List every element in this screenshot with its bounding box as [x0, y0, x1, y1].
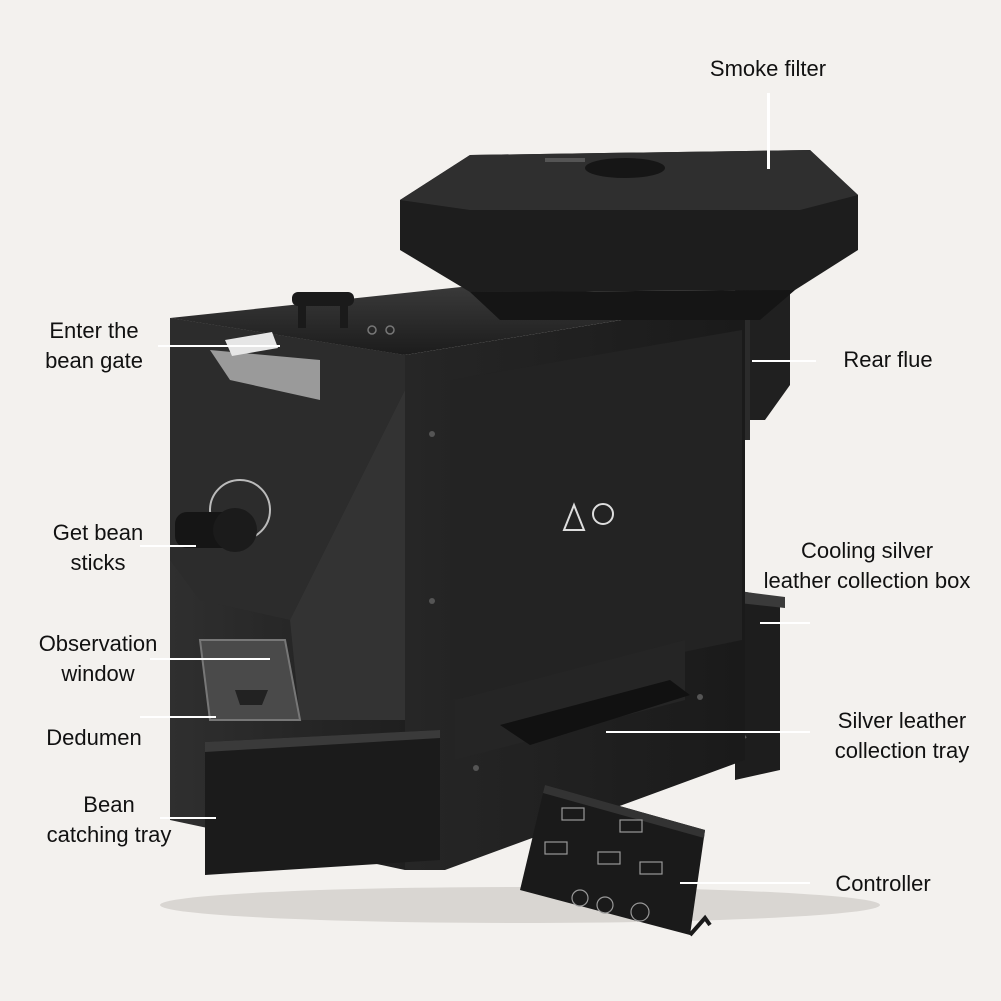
observation-window: [198, 639, 302, 721]
label-rear-flue: Rear flue: [843, 347, 933, 372]
bean-gate: [210, 292, 395, 400]
label-cooling-box: Cooling silver leather collection box: [763, 538, 971, 593]
leader-bean-gate: [158, 345, 280, 347]
leader-dedumen: [140, 716, 216, 718]
chaff-drawer: [455, 640, 690, 760]
leader-rear-flue: [752, 360, 816, 362]
bean-catching-tray: [205, 730, 440, 875]
label-bean-catching-tray: Bean catching tray: [46, 792, 172, 847]
bean-sampler: [175, 479, 271, 552]
leader-controller: [680, 882, 810, 884]
smoke-filter: [400, 150, 858, 320]
label-get-bean-sticks: Get bean sticks: [52, 520, 144, 575]
controller-device: [520, 785, 712, 937]
leader-cooling-box: [760, 622, 810, 624]
label-dedumen: Dedumen: [46, 725, 142, 750]
leader-silver-tray: [606, 731, 810, 733]
leader-observation: [150, 658, 270, 660]
label-controller: Controller: [835, 871, 931, 896]
leader-smoke-filter: [767, 93, 770, 169]
floor-shadow: [160, 887, 880, 923]
label-silver-leather-tray: Silver leather collection tray: [834, 708, 970, 763]
warning-icons: [562, 502, 614, 531]
label-smoke-filter: Smoke filter: [709, 56, 827, 81]
leader-bean-sticks: [140, 545, 196, 547]
label-enter-bean-gate: Enter the bean gate: [45, 318, 143, 373]
leader-bean-tray: [160, 817, 216, 819]
label-observation-window: Observation window: [38, 631, 158, 686]
